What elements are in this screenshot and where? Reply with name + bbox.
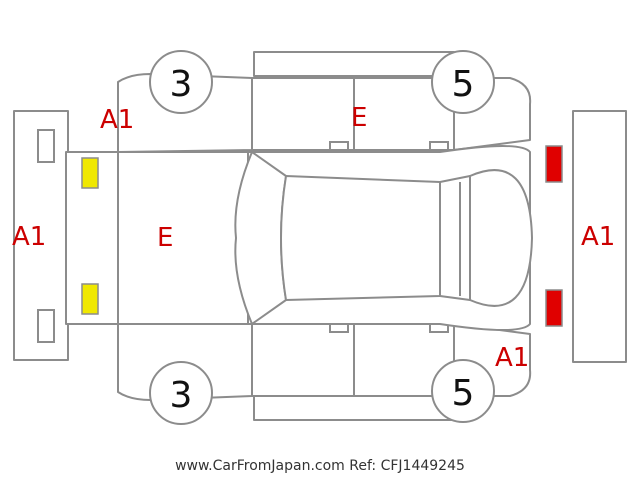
damage-code-front-bumper: A1 [12, 222, 46, 252]
front-right-light [81, 283, 99, 315]
rear-left-light [545, 145, 563, 183]
footer-credit: www.CarFromJapan.com Ref: CFJ1449245 [175, 458, 465, 474]
wheel-rear-right: 5 [431, 359, 495, 423]
damage-code-front-left-fender: A1 [100, 105, 134, 135]
wheel-front-right: 3 [149, 361, 213, 425]
wheel-front-left-label: 3 [170, 64, 193, 105]
front-left-light [81, 157, 99, 189]
rear-right-light [545, 289, 563, 327]
car-body-top-view [65, 145, 533, 331]
wheel-front-left: 3 [149, 50, 213, 114]
wheel-front-right-label: 3 [170, 375, 193, 416]
damage-code-hood: E [157, 223, 173, 253]
wheel-rear-left: 5 [431, 50, 495, 114]
front-bumper [13, 110, 69, 361]
rear-bumper [572, 110, 627, 363]
wheel-rear-left-label: 5 [452, 64, 475, 105]
damage-code-rear-bumper: A1 [581, 222, 615, 252]
damage-code-left-rear-door: E [351, 103, 367, 133]
damage-code-right-rear-quarter: A1 [495, 343, 529, 373]
wheel-rear-right-label: 5 [452, 373, 475, 414]
